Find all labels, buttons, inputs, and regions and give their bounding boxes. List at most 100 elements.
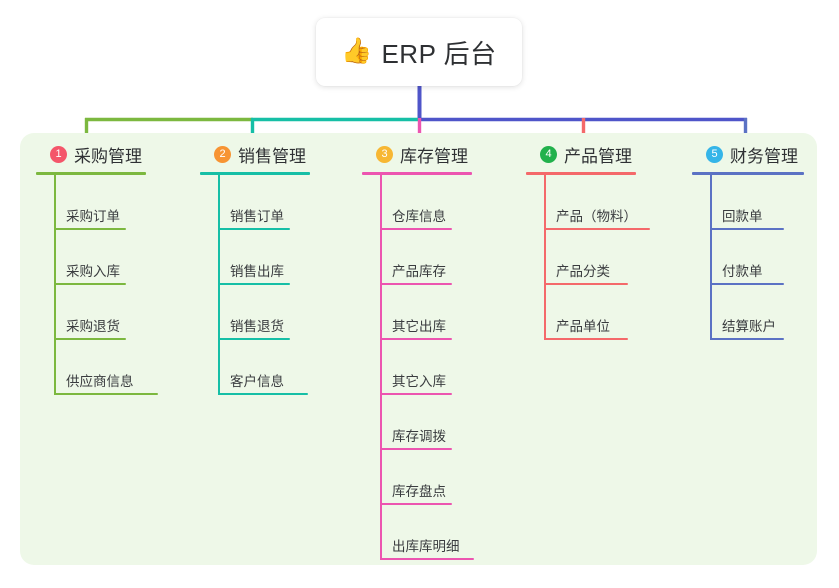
list-item-underline bbox=[54, 338, 126, 340]
list-item-underline bbox=[544, 228, 650, 230]
list-item[interactable]: 出库库明细 bbox=[362, 505, 474, 560]
list-item-underline bbox=[710, 283, 784, 285]
list-item-label: 回款单 bbox=[722, 209, 763, 224]
list-item[interactable]: 产品（物料） bbox=[526, 175, 650, 230]
list-item[interactable]: 销售出库 bbox=[200, 230, 310, 285]
category-item-list: 回款单付款单结算账户 bbox=[692, 175, 804, 340]
category-badge-2: 2 bbox=[214, 145, 231, 163]
category-header-3[interactable]: 3 库存管理 bbox=[362, 141, 472, 167]
category-header-5[interactable]: 5 财务管理 bbox=[692, 141, 804, 167]
category-underline bbox=[526, 172, 636, 175]
category-column-3: 3 库存管理仓库信息产品库存其它出库其它入库库存调拨库存盘点出库库明细 bbox=[362, 141, 474, 560]
list-item-underline bbox=[380, 338, 452, 340]
list-item-label: 采购订单 bbox=[66, 209, 120, 224]
list-item-underline bbox=[380, 228, 452, 230]
list-item-underline bbox=[54, 393, 158, 395]
category-title: 采购管理 bbox=[74, 146, 142, 166]
category-spine bbox=[380, 175, 382, 560]
list-item-underline bbox=[218, 228, 290, 230]
list-item-label: 产品单位 bbox=[556, 319, 610, 334]
category-title: 库存管理 bbox=[400, 146, 468, 166]
list-item[interactable]: 销售订单 bbox=[200, 175, 310, 230]
category-spine bbox=[710, 175, 712, 340]
category-column-5: 5 财务管理回款单付款单结算账户 bbox=[692, 141, 804, 340]
list-item-underline bbox=[380, 558, 474, 560]
root-node-card[interactable]: 👍 ERP 后台 bbox=[316, 18, 522, 86]
list-item-label: 采购入库 bbox=[66, 264, 120, 279]
category-title: 财务管理 bbox=[730, 146, 798, 166]
list-item[interactable]: 采购入库 bbox=[36, 230, 146, 285]
category-underline bbox=[200, 172, 310, 175]
list-item-label: 销售退货 bbox=[230, 319, 284, 334]
category-item-list: 采购订单采购入库采购退货供应商信息 bbox=[36, 175, 158, 395]
list-item[interactable]: 结算账户 bbox=[692, 285, 804, 340]
list-item-label: 库存盘点 bbox=[392, 484, 446, 499]
list-item-underline bbox=[218, 283, 290, 285]
list-item[interactable]: 产品库存 bbox=[362, 230, 472, 285]
list-item-underline bbox=[380, 448, 452, 450]
list-item-underline bbox=[380, 503, 452, 505]
category-header-4[interactable]: 4 产品管理 bbox=[526, 141, 637, 167]
category-underline bbox=[692, 172, 804, 175]
list-item-underline bbox=[54, 283, 126, 285]
list-item[interactable]: 采购订单 bbox=[36, 175, 146, 230]
category-column-4: 4 产品管理产品（物料） 产品分类产品单位 bbox=[526, 141, 650, 340]
list-item[interactable]: 其它入库 bbox=[362, 340, 472, 395]
list-item-underline bbox=[218, 393, 308, 395]
category-spine bbox=[54, 175, 56, 395]
thumbs-up-icon: 👍 bbox=[341, 36, 373, 65]
list-item-label: 产品库存 bbox=[392, 264, 446, 279]
list-item-label: 出库库明细 bbox=[392, 539, 460, 554]
list-item[interactable]: 产品分类 bbox=[526, 230, 637, 285]
list-item-label: 其它出库 bbox=[392, 319, 446, 334]
list-item-underline bbox=[544, 338, 628, 340]
list-item[interactable]: 付款单 bbox=[692, 230, 804, 285]
category-badge-3: 3 bbox=[376, 145, 393, 163]
list-item-label: 销售出库 bbox=[230, 264, 284, 279]
list-item-label: 供应商信息 bbox=[66, 374, 134, 389]
list-item-underline bbox=[710, 338, 784, 340]
category-item-list: 产品（物料） 产品分类产品单位 bbox=[526, 175, 650, 340]
list-item-label: 产品分类 bbox=[556, 264, 610, 279]
list-item-underline bbox=[710, 228, 784, 230]
root-node-title: ERP 后台 bbox=[381, 38, 497, 69]
category-spine bbox=[544, 175, 546, 340]
category-item-list: 仓库信息产品库存其它出库其它入库库存调拨库存盘点出库库明细 bbox=[362, 175, 474, 560]
category-title: 销售管理 bbox=[238, 146, 306, 166]
list-item[interactable]: 回款单 bbox=[692, 175, 804, 230]
list-item[interactable]: 库存调拨 bbox=[362, 395, 472, 450]
list-item[interactable]: 销售退货 bbox=[200, 285, 310, 340]
category-badge-5: 5 bbox=[706, 145, 723, 163]
list-item-underline bbox=[218, 338, 290, 340]
list-item-label: 仓库信息 bbox=[392, 209, 446, 224]
list-item-underline bbox=[380, 393, 452, 395]
list-item-label: 其它入库 bbox=[392, 374, 446, 389]
list-item-label: 付款单 bbox=[722, 264, 763, 279]
category-header-2[interactable]: 2 销售管理 bbox=[200, 141, 310, 167]
list-item[interactable]: 采购退货 bbox=[36, 285, 146, 340]
list-item[interactable]: 供应商信息 bbox=[36, 340, 158, 395]
list-item[interactable]: 其它出库 bbox=[362, 285, 472, 340]
list-item-underline bbox=[380, 283, 452, 285]
category-title: 产品管理 bbox=[564, 146, 632, 166]
list-item-label: 库存调拨 bbox=[392, 429, 446, 444]
list-item-underline bbox=[544, 283, 628, 285]
list-item-label: 采购退货 bbox=[66, 319, 120, 334]
content-panel bbox=[20, 133, 817, 565]
list-item[interactable]: 仓库信息 bbox=[362, 175, 472, 230]
category-spine bbox=[218, 175, 220, 395]
category-badge-4: 4 bbox=[540, 145, 557, 163]
list-item-label: 产品（物料） bbox=[556, 209, 637, 224]
list-item[interactable]: 产品单位 bbox=[526, 285, 637, 340]
list-item[interactable]: 客户信息 bbox=[200, 340, 310, 395]
category-item-list: 销售订单销售出库销售退货客户信息 bbox=[200, 175, 310, 395]
list-item-underline bbox=[54, 228, 126, 230]
list-item-label: 客户信息 bbox=[230, 374, 284, 389]
list-item[interactable]: 库存盘点 bbox=[362, 450, 472, 505]
list-item-label: 销售订单 bbox=[230, 209, 284, 224]
list-item-label: 结算账户 bbox=[722, 319, 776, 334]
category-underline bbox=[36, 172, 146, 175]
category-column-2: 2 销售管理销售订单销售出库销售退货客户信息 bbox=[200, 141, 310, 395]
